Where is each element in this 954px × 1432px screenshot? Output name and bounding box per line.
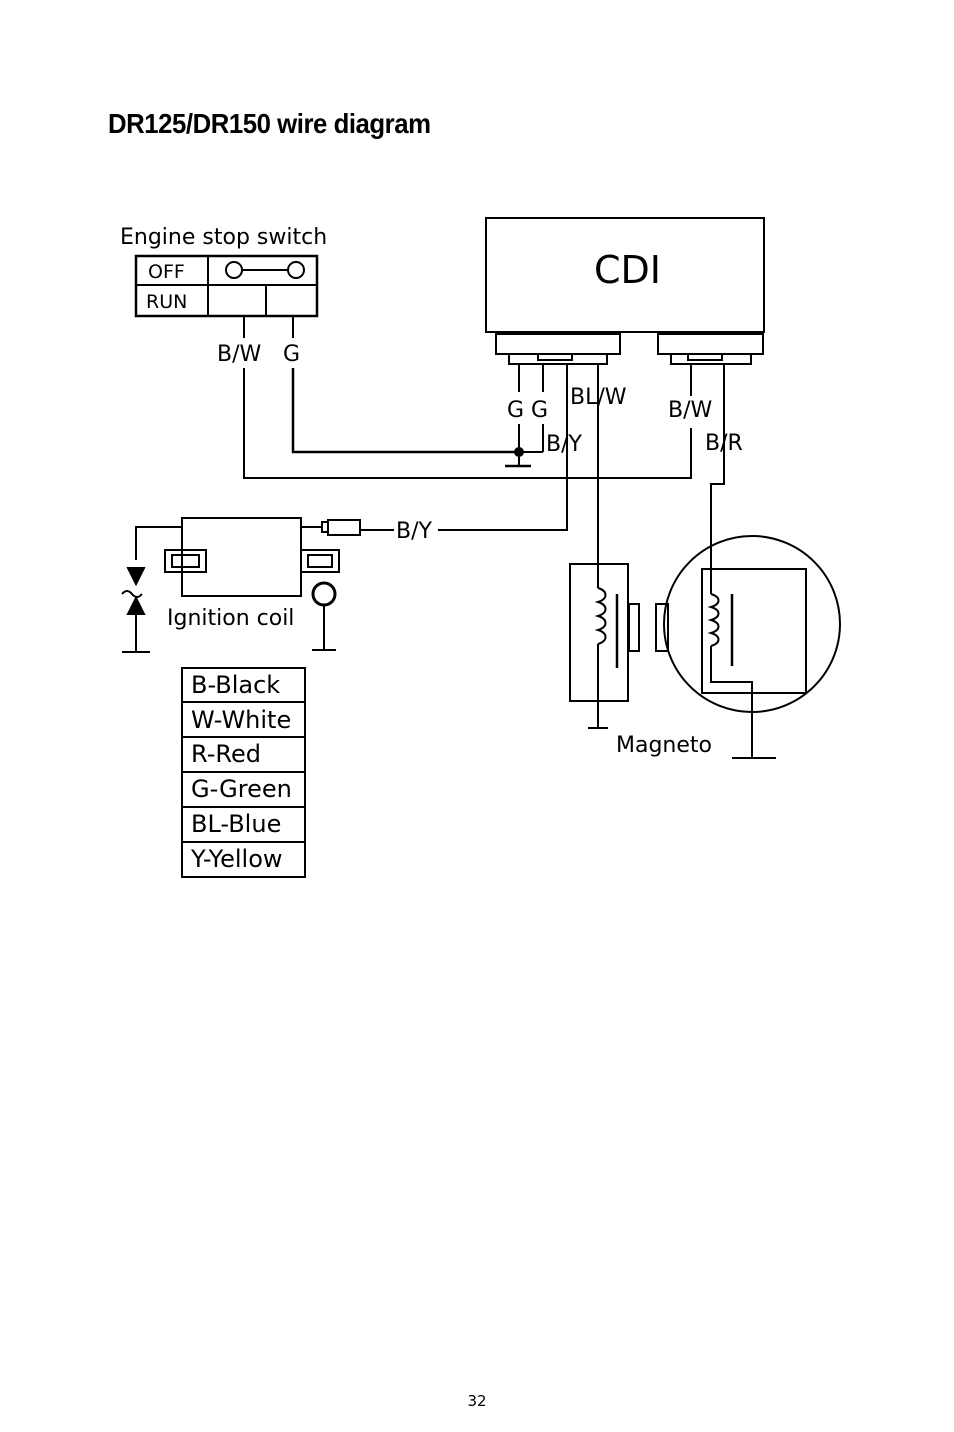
switch-state-run: RUN bbox=[146, 291, 187, 313]
wire-bw bbox=[243, 368, 692, 479]
magneto-source-coil bbox=[569, 563, 669, 729]
color-legend bbox=[181, 667, 306, 878]
wire-g bbox=[291, 368, 519, 454]
wire-label-switch-bw: B/W bbox=[217, 342, 262, 367]
page-title: DR125/DR150 wire diagram bbox=[108, 108, 431, 139]
legend-item: W-White bbox=[191, 706, 291, 734]
legend-item: Y-Yellow bbox=[190, 845, 283, 873]
wire-label-cdi-br: B/R bbox=[705, 431, 743, 456]
wire-label-cdi-g2: G bbox=[531, 398, 548, 423]
cdi-unit bbox=[485, 217, 765, 365]
wire-label-coil-by: B/Y bbox=[396, 519, 433, 544]
magneto-flywheel bbox=[663, 535, 841, 759]
switch-state-off: OFF bbox=[148, 261, 185, 283]
ignition-coil-label: Ignition coil bbox=[167, 606, 294, 631]
legend-item: BL-Blue bbox=[191, 810, 281, 838]
legend-item: B-Black bbox=[191, 671, 280, 699]
wire-label-cdi-blw: BL/W bbox=[570, 385, 627, 410]
ignition-coil bbox=[121, 517, 394, 653]
wire-label-cdi-bw: B/W bbox=[668, 398, 713, 423]
engine-stop-switch bbox=[134, 254, 319, 318]
cdi-label: CDI bbox=[594, 248, 661, 292]
wire-label-switch-g: G bbox=[283, 342, 300, 367]
legend-item: G-Green bbox=[191, 775, 292, 803]
legend-item: R-Red bbox=[191, 740, 261, 768]
wire-label-cdi-g1: G bbox=[507, 398, 524, 423]
ground-junction-dot bbox=[514, 447, 524, 457]
page-number: 32 bbox=[467, 1392, 487, 1410]
wire-label-cdi-by: B/Y bbox=[546, 432, 583, 457]
magneto-label: Magneto bbox=[616, 733, 712, 758]
engine-stop-switch-label: Engine stop switch bbox=[120, 225, 327, 250]
